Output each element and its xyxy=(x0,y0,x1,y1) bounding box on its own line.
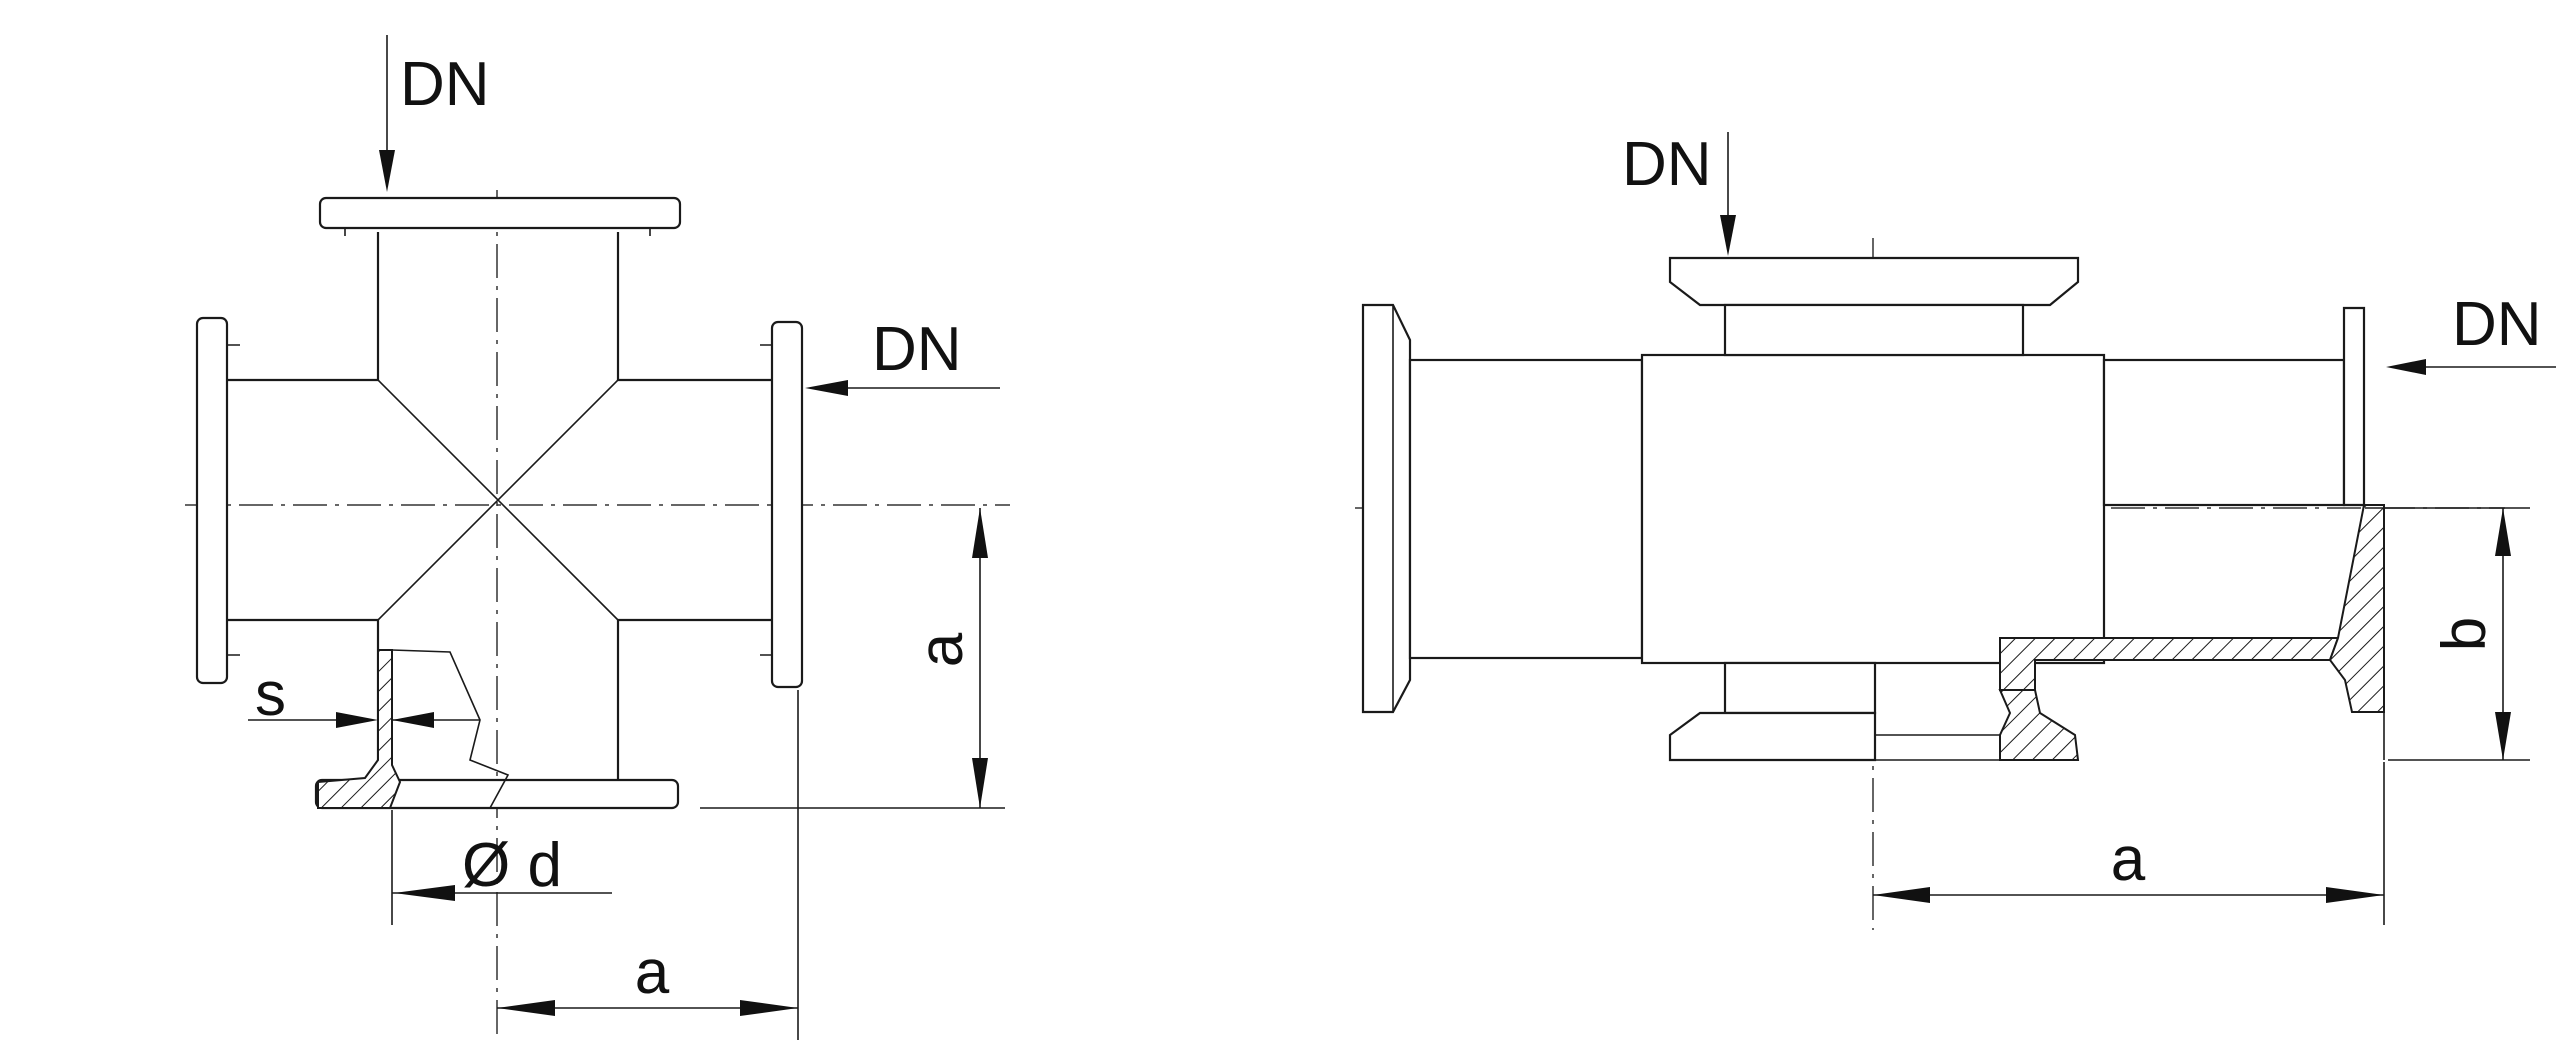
right-bottom-neck xyxy=(1723,661,1877,715)
left-a-horizontal-label: a xyxy=(635,938,670,1007)
left-dn-right-arrowhead xyxy=(805,380,848,396)
right-section-lower-flange xyxy=(1998,689,2080,761)
right-top-flange xyxy=(1668,256,2080,307)
right-cross-view: DN DN b a xyxy=(1355,130,2556,930)
left-a-arrow-bottom xyxy=(972,758,988,808)
right-a-horizontal-label: a xyxy=(2111,825,2146,894)
left-flange-necks xyxy=(227,228,772,656)
right-dn-top-label: DN xyxy=(1622,130,1712,199)
right-left-tube xyxy=(1408,358,1644,660)
left-left-flange xyxy=(195,316,229,685)
left-a-h-arrow-left xyxy=(497,1000,555,1016)
left-s-label: s xyxy=(255,660,286,729)
left-intersection-diagonals xyxy=(377,379,619,621)
right-a-h-arrow-right xyxy=(2326,887,2384,903)
left-section-wall xyxy=(317,649,402,809)
right-a-h-arrow-left xyxy=(1873,887,1930,903)
right-b-vertical-label: b xyxy=(2430,617,2499,651)
left-dn-top-label: DN xyxy=(400,50,490,119)
right-right-flange xyxy=(2342,306,2366,507)
left-break-line xyxy=(391,649,510,809)
right-right-tube xyxy=(2102,358,2346,507)
left-a-h-arrow-right xyxy=(740,1000,798,1016)
left-cross-view: DN DN a s Ø d a xyxy=(185,35,1010,1040)
left-cross-body xyxy=(227,232,772,780)
left-top-flange xyxy=(318,196,682,230)
left-dn-right-label: DN xyxy=(872,315,962,384)
left-a-vertical-label: a xyxy=(907,632,976,667)
left-s-arrow-left xyxy=(336,712,378,728)
left-diameter-d-label: Ø d xyxy=(462,831,562,900)
right-b-arrow-bottom xyxy=(2495,712,2511,760)
right-top-neck xyxy=(1723,303,2025,357)
left-a-arrow-top xyxy=(972,508,988,558)
right-dn-right-arrowhead xyxy=(2386,359,2426,375)
right-section-right-flange xyxy=(2328,504,2385,713)
left-s-arrow-right xyxy=(392,712,434,728)
right-b-arrow-top xyxy=(2495,508,2511,556)
right-dn-top-arrowhead xyxy=(1720,215,1736,256)
right-left-flange xyxy=(1361,303,1412,714)
right-central-body xyxy=(1640,353,2106,665)
left-right-flange xyxy=(770,320,804,689)
left-dn-top-arrowhead xyxy=(379,150,395,192)
left-d-arrow xyxy=(394,885,455,901)
right-bottom-flange xyxy=(1668,711,1877,762)
right-section-outline xyxy=(1875,712,2385,761)
right-dn-right-label: DN xyxy=(2452,290,2542,359)
